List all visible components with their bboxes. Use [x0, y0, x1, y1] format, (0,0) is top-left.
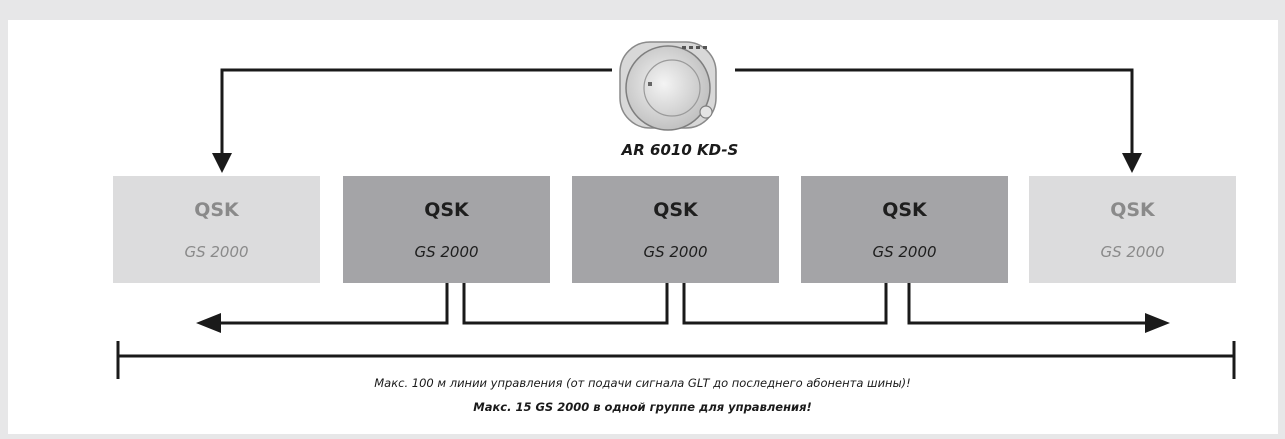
unit-box-5: QSK GS 2000 [1029, 176, 1236, 283]
thermostat-device-icon [620, 42, 716, 130]
unit-box-3: QSK GS 2000 [572, 176, 779, 283]
arrow-down-left [212, 153, 232, 173]
unit-title: QSK [1029, 199, 1236, 221]
unit-box-1: QSK GS 2000 [113, 176, 320, 283]
unit-title: QSK [343, 199, 550, 221]
bus-arrow-left [196, 313, 221, 333]
control-line-left [222, 70, 612, 155]
bus-wiring [218, 283, 1148, 323]
device-label: AR 6010 KD-S [560, 141, 800, 159]
unit-subtitle: GS 2000 [1029, 243, 1236, 261]
line-length-note: Макс. 100 м линии управления (от подачи … [0, 376, 1285, 390]
unit-title: QSK [572, 199, 779, 221]
unit-subtitle: GS 2000 [572, 243, 779, 261]
unit-title: QSK [801, 199, 1008, 221]
arrow-down-right [1122, 153, 1142, 173]
unit-box-2: QSK GS 2000 [343, 176, 550, 283]
bus-arrow-right [1145, 313, 1170, 333]
unit-subtitle: GS 2000 [113, 243, 320, 261]
unit-subtitle: GS 2000 [801, 243, 1008, 261]
dimension-line [118, 341, 1234, 379]
max-units-note: Макс. 15 GS 2000 в одной группе для упра… [0, 400, 1285, 414]
unit-title: QSK [113, 199, 320, 221]
unit-box-4: QSK GS 2000 [801, 176, 1008, 283]
unit-subtitle: GS 2000 [343, 243, 550, 261]
